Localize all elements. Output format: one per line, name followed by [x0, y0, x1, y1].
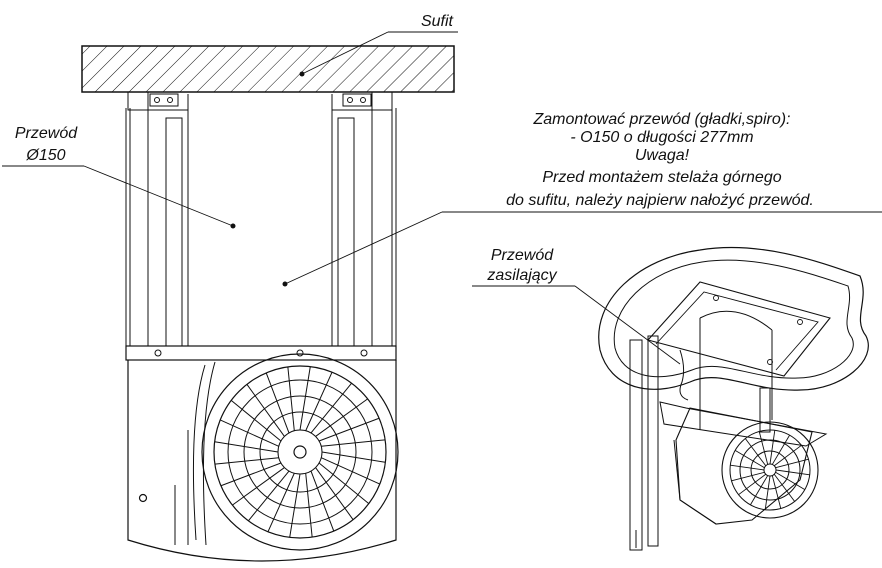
- label-instructions-line4: Przed montażem stelaża górnego: [542, 169, 781, 186]
- ceiling-slab: [81, 45, 455, 93]
- fan-spoke: [219, 419, 279, 447]
- perspective-view: [598, 246, 869, 551]
- fan-spoke: [769, 430, 776, 465]
- label-instructions-line1: Zamontować przewód (gładki,spiro):: [533, 111, 791, 128]
- fan-spoke: [738, 473, 767, 496]
- duct-pipe: [187, 94, 333, 346]
- blower-unit: [125, 345, 397, 562]
- fan-spoke: [289, 473, 301, 538]
- fan-spoke: [775, 469, 810, 476]
- fan-spoke: [246, 384, 285, 437]
- label-instructions-line2: - O150 o długości 277mm: [570, 129, 753, 146]
- fan-spoke: [299, 366, 311, 431]
- fan-spoke: [749, 475, 769, 506]
- fan-spoke: [734, 449, 765, 469]
- ceiling-brackets: [127, 92, 393, 111]
- fan-spoke: [267, 473, 295, 533]
- label-instructions-line5: do sufitu, należy najpierw nałożyć przew…: [506, 192, 814, 209]
- fan-spoke: [321, 451, 386, 463]
- leader-lines: [2, 31, 882, 365]
- fan-spoke: [310, 470, 335, 532]
- upper-frame: [125, 108, 397, 347]
- fan-spoke: [230, 400, 282, 442]
- fan-spoke: [248, 470, 290, 522]
- fan-spoke: [315, 467, 354, 520]
- label-duct-line2: Ø150: [25, 147, 65, 164]
- fan-spoke: [321, 439, 386, 447]
- fan-spoke: [764, 475, 771, 510]
- fan-spoke: [318, 462, 370, 504]
- label-power-cable-line1: Przewód: [491, 247, 554, 264]
- inset-fan-spokes: [730, 430, 810, 510]
- fan-spoke: [305, 473, 313, 538]
- fan-spoke: [220, 462, 282, 487]
- fan-spoke: [265, 372, 290, 434]
- fan-spoke: [771, 475, 782, 509]
- fan-spoke: [287, 366, 295, 431]
- fan-spoke: [758, 431, 769, 465]
- fan-spokes: [214, 366, 386, 538]
- label-power-cable-line2: zasilający: [486, 267, 557, 284]
- fan-spoke: [773, 444, 802, 467]
- fan-spoke: [214, 441, 279, 453]
- fan-spoke: [232, 467, 285, 506]
- fan-wheel: [201, 353, 399, 551]
- fan-spoke: [214, 457, 279, 465]
- label-duct-line1: Przewód: [15, 125, 78, 142]
- fan-spoke: [773, 473, 796, 502]
- fan-spoke: [321, 457, 381, 485]
- fan-spoke: [315, 398, 368, 437]
- fan-spoke: [775, 458, 809, 469]
- fan-spoke: [775, 471, 806, 491]
- fan-spoke: [310, 382, 352, 434]
- fan-spoke: [730, 464, 765, 471]
- fan-spoke: [744, 438, 767, 467]
- fan-spoke: [305, 371, 333, 431]
- fan-spoke: [771, 434, 791, 465]
- fan-spoke: [318, 417, 380, 442]
- fan-spoke: [731, 471, 765, 482]
- leader-dots: [230, 71, 305, 287]
- label-instructions-line3: Uwaga!: [635, 147, 690, 164]
- label-ceiling: Sufit: [421, 13, 454, 30]
